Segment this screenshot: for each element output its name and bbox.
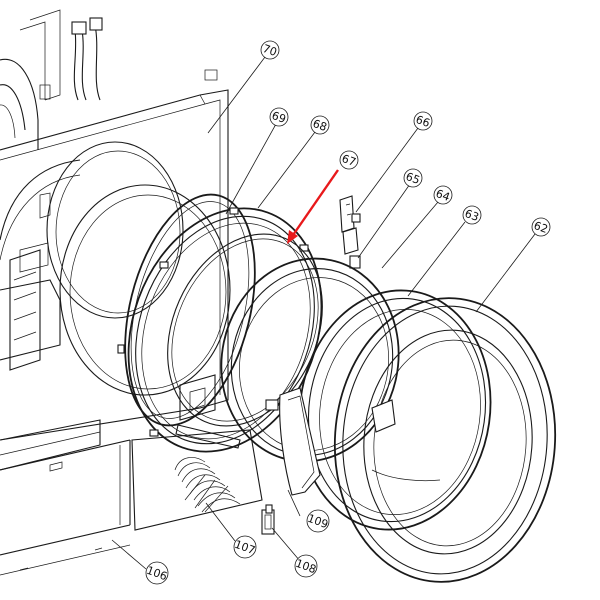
callout-62: 62 — [531, 217, 551, 237]
callout-70: 70 — [260, 40, 280, 60]
callout-109: 109 — [306, 509, 330, 533]
callout-65: 65 — [403, 168, 423, 188]
filter-grill — [131, 374, 263, 531]
hinge-part — [261, 504, 275, 535]
outer-door-ring — [333, 297, 557, 583]
callout-106: 106 — [145, 561, 169, 585]
svg-text:63: 63 — [463, 207, 481, 224]
callout-68: 68 — [310, 115, 330, 135]
callout-67: 67 — [339, 150, 359, 170]
door-handle — [279, 387, 321, 496]
svg-text:70: 70 — [261, 42, 279, 59]
svg-text:64: 64 — [434, 187, 452, 204]
callout-64: 64 — [433, 185, 453, 205]
svg-text:65: 65 — [404, 170, 422, 187]
highlight-arrow — [287, 169, 339, 244]
door-mount-ring — [117, 207, 323, 453]
svg-text:66: 66 — [414, 113, 432, 130]
front-panel — [0, 9, 231, 576]
callout-69: 69 — [269, 107, 289, 127]
door-glass-frame — [298, 289, 492, 531]
callout-63: 63 — [462, 205, 482, 225]
svg-text:69: 69 — [270, 109, 288, 126]
svg-text:68: 68 — [311, 117, 329, 134]
callout-66: 66 — [413, 111, 433, 131]
leader-lines — [111, 56, 536, 570]
hinge-bracket — [339, 195, 361, 269]
callout-108: 108 — [294, 554, 318, 578]
callout-107: 107 — [233, 535, 257, 559]
svg-text:62: 62 — [532, 219, 550, 236]
svg-text:67: 67 — [340, 152, 358, 169]
